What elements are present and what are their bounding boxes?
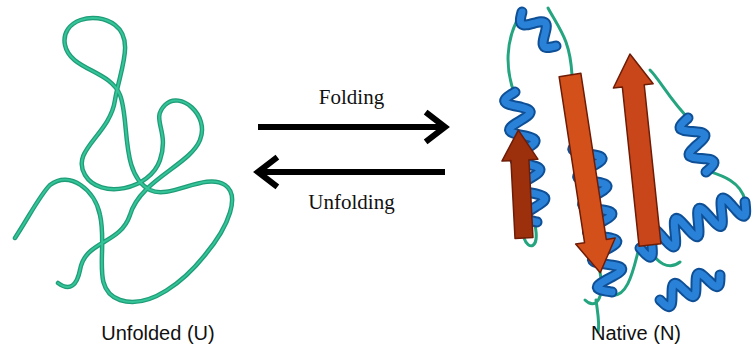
alpha-helices [505, 12, 746, 307]
state-panel: Unfolded (U) [20, 5, 258, 351]
reaction-arrow [258, 169, 445, 175]
beta-strands [500, 52, 670, 276]
arrow-label: Folding [317, 85, 386, 110]
unfolded-chain-highlight [15, 18, 232, 302]
reaction-arrow [258, 124, 445, 130]
state-panel: Native (N) [445, 5, 748, 351]
arrow-label: Unfolding [306, 190, 396, 215]
state-caption: Unfolded (U) [101, 322, 214, 345]
unfolded-chain [15, 18, 232, 302]
state-caption: Native (N) [591, 322, 681, 345]
